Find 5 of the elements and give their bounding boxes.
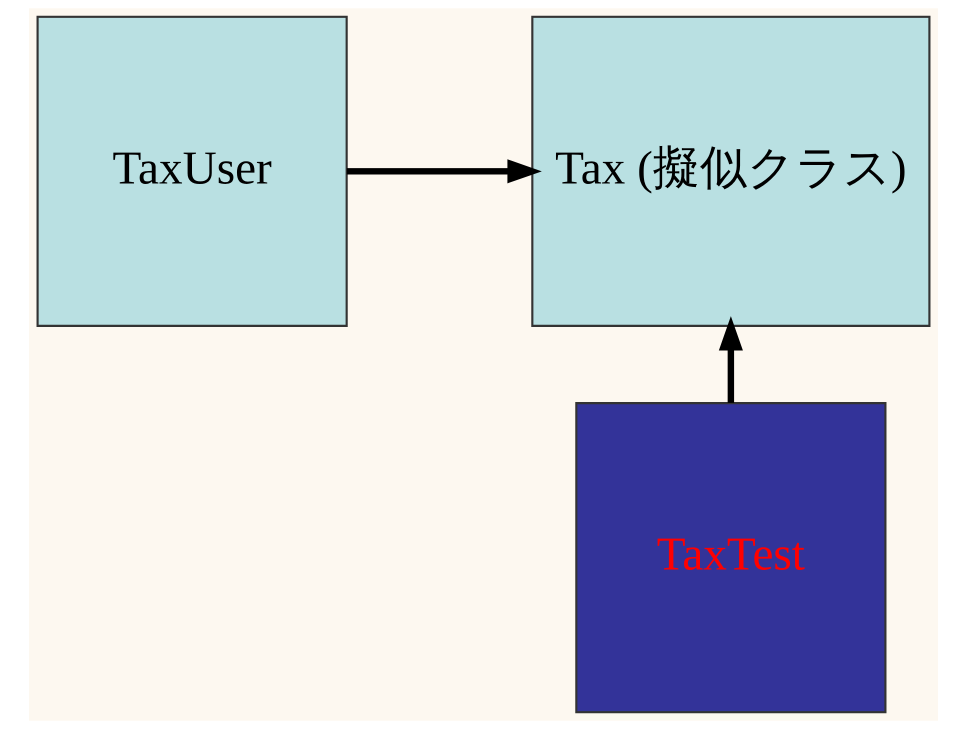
node-box: TaxUser xyxy=(36,16,348,327)
arrow xyxy=(718,316,743,403)
arrow xyxy=(346,159,542,184)
node-box: TaxTest xyxy=(575,402,886,714)
node-box: Tax (擬似クラス) xyxy=(531,16,930,327)
